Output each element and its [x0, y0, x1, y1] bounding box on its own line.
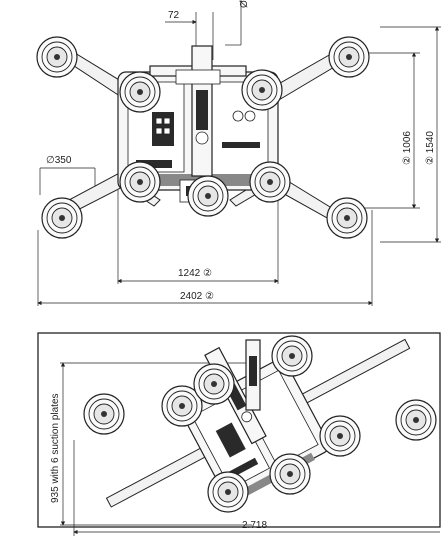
dim-diameter-top-label: Ø — [239, 0, 250, 8]
dim-2402-label: 2402 ② — [180, 291, 214, 302]
suction-cup-icon — [119, 161, 161, 203]
top-view: 72 Ø ∅350 1242 ② 2402 ② ② 1006 ② 1540 — [36, 0, 441, 306]
suction-cup-icon — [193, 363, 235, 405]
dim-350-label: ∅350 — [46, 155, 72, 166]
suction-cup-icon — [241, 69, 283, 111]
dim-1006-label: ② 1006 — [402, 131, 413, 165]
suction-cup-icon — [187, 175, 229, 217]
suction-cup-icon — [36, 36, 78, 78]
suction-cup-icon — [249, 161, 291, 203]
suction-cup-icon — [271, 335, 313, 377]
suction-cup-icon — [83, 393, 125, 435]
suction-cup-icon — [319, 415, 361, 457]
suction-cup-icon — [119, 71, 161, 113]
suction-cup-icon — [269, 453, 311, 495]
side-view: 935 with 6 suction plates 2.718 — [37, 332, 441, 536]
suction-cup-icon — [328, 36, 370, 78]
suction-cup-icon — [41, 197, 83, 239]
dim-935-label: 935 with 6 suction plates — [50, 393, 61, 503]
top-dimension-lines — [37, 0, 441, 306]
dim-2718-label: 2.718 — [242, 520, 267, 531]
side-view-frame — [37, 332, 441, 528]
dim-1242-label: 1242 ② — [178, 268, 212, 279]
suction-cup-icon — [395, 399, 437, 441]
suction-cup-icon — [326, 197, 368, 239]
suction-cup-icon — [207, 471, 249, 513]
dim-1540-label: ② 1540 — [425, 131, 436, 165]
dim-72-label: 72 — [168, 10, 180, 21]
